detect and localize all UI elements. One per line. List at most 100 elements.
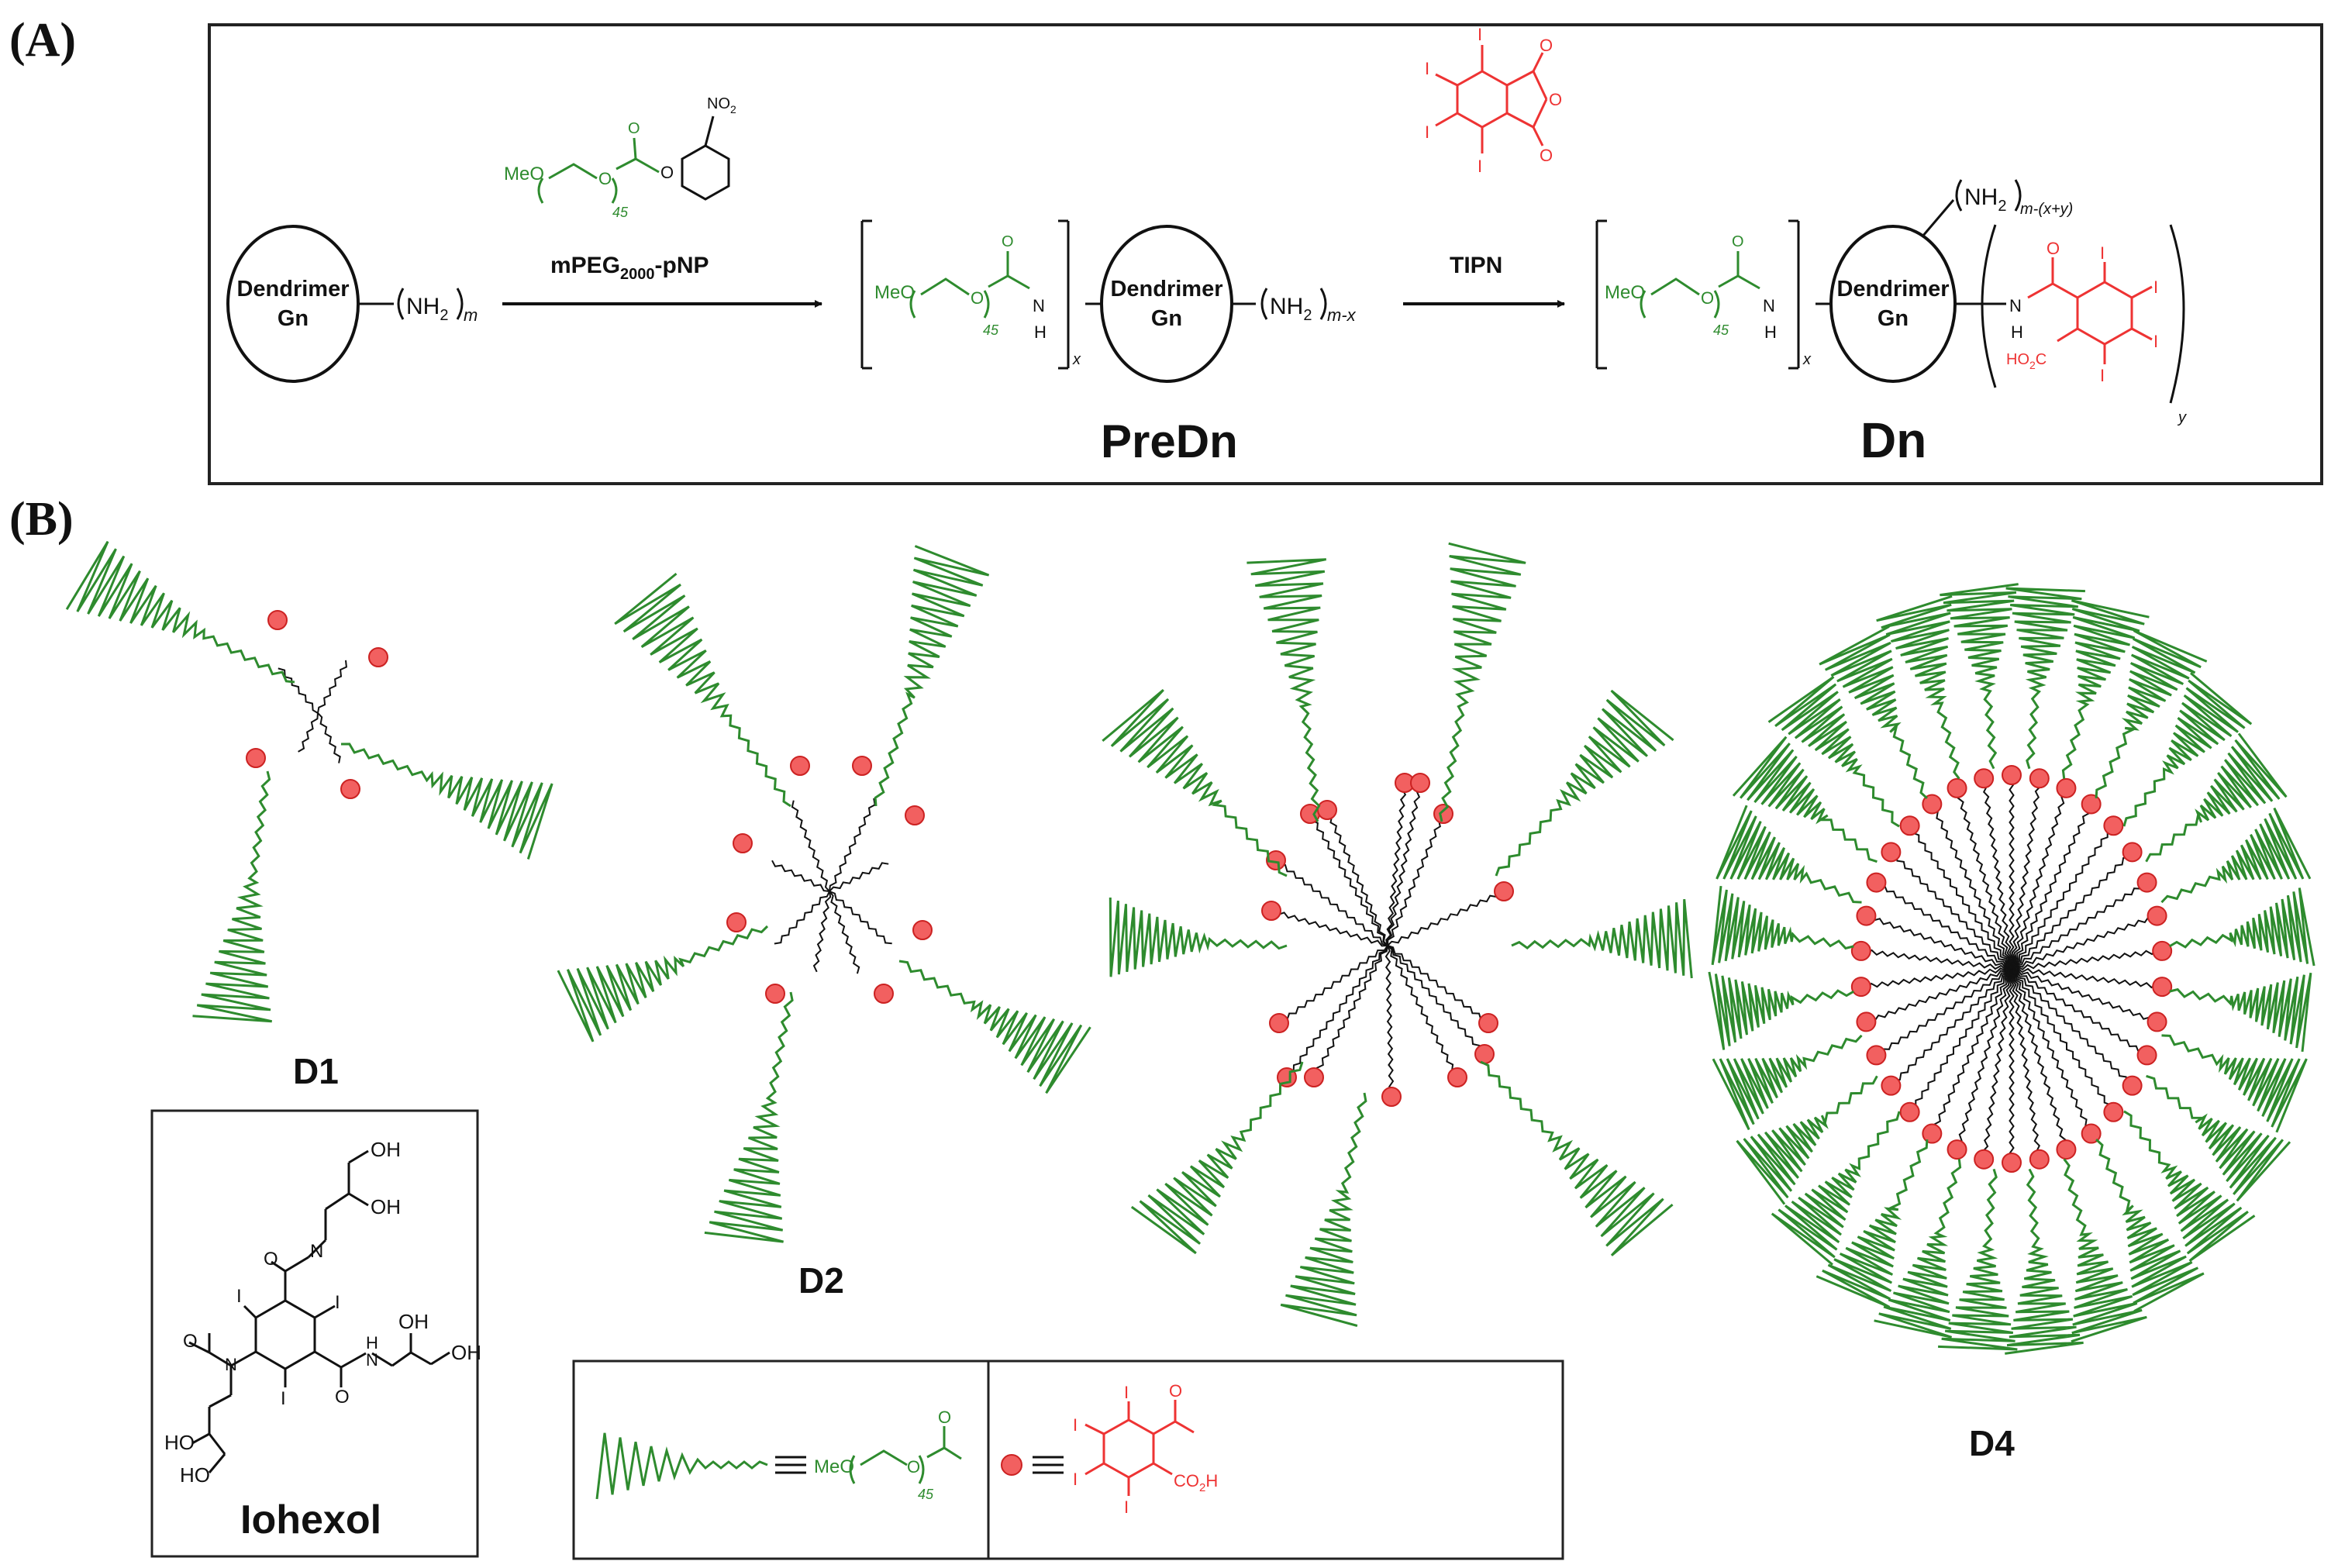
dn-iodo-unit — [2027, 257, 2153, 364]
dendrimer-branch — [771, 860, 830, 892]
dendrimer-branch — [2011, 968, 2146, 1053]
svg-text:O: O — [1701, 288, 1714, 308]
dn-h: H — [2011, 322, 2023, 342]
dendrimer-branch — [2011, 968, 2092, 1130]
svg-text:O: O — [628, 120, 640, 137]
iodo-bead — [246, 748, 266, 768]
dendrimer-branch — [1315, 945, 1388, 1075]
peg-chain — [1711, 885, 1854, 966]
dendrimer-branch — [1387, 945, 1459, 1075]
iodo-bead — [340, 779, 360, 799]
dendrimer-branch — [1878, 884, 2012, 970]
bracket-left-start — [397, 288, 405, 320]
iodo-bead — [2029, 768, 2050, 789]
peg-chain — [1439, 542, 1526, 822]
iodo-bead — [2081, 794, 2102, 815]
amine-predn: NH2 — [1270, 294, 1312, 324]
iodo-bead — [1494, 881, 1514, 901]
peg-chain — [1247, 558, 1326, 822]
legend-iodo-symbol — [1001, 1454, 1022, 1476]
dendrimer-branch — [2011, 915, 2156, 970]
peg-chain — [2061, 599, 2150, 779]
peg-chain — [1819, 625, 1928, 799]
iodo-bead — [1922, 1123, 1943, 1144]
iodo-bead — [2122, 842, 2143, 863]
peg-chain — [1130, 1061, 1304, 1255]
dendrimer-branch — [1385, 785, 1422, 946]
bracket-right-start — [456, 288, 464, 320]
iodo-bead — [1304, 1067, 1324, 1087]
iodo-bead — [1866, 872, 1887, 893]
dendrimer-branch — [829, 862, 889, 892]
dendrimer-branch — [317, 660, 347, 714]
iohexol-oh-1: OH — [371, 1138, 401, 1161]
amine-m-minus-x: m-x — [1327, 305, 1357, 325]
legend-i-4: I — [1124, 1497, 1129, 1517]
legend-n45: 45 — [918, 1487, 934, 1502]
reagent-mpeg-pnp-structure: MeO O 45 O O NO2 — [504, 95, 736, 220]
iodo-bead — [2002, 1153, 2022, 1173]
dendrimer-branch — [2011, 806, 2090, 970]
dendrimer-branch — [2010, 968, 2042, 1157]
dn-carboxyl: HO2C — [2006, 351, 2047, 371]
legend-peg-structure — [849, 1426, 962, 1484]
iodo-bead — [2147, 905, 2167, 926]
dendrimer-branch — [829, 891, 892, 945]
reagent-2-name: TIPN — [1450, 253, 1502, 278]
legend-iodo-o: O — [1169, 1381, 1182, 1401]
peg-chain — [1712, 1034, 1863, 1131]
peg-chain — [874, 545, 990, 807]
iohexol-n-1: N — [310, 1241, 323, 1262]
dendrimer-branch — [2011, 882, 2144, 970]
dendrimer-branch — [829, 891, 860, 974]
tipn-o-ring: O — [1549, 90, 1562, 109]
peg-chain — [2005, 1168, 2084, 1355]
svg-text:O: O — [1002, 233, 1014, 250]
dendrimer-branch — [1385, 783, 1408, 946]
peg-chain — [1874, 1159, 1962, 1339]
iohexol-n-3: N — [225, 1355, 237, 1374]
panel-a-label: (A) — [9, 14, 76, 67]
generation-label-start: Gn — [278, 306, 309, 331]
svg-text:45: 45 — [1713, 322, 1729, 338]
iodo-bead — [1856, 905, 1877, 926]
dendrimer-branch — [1387, 945, 1488, 1022]
iodo-bead — [852, 756, 872, 776]
iodo-bead — [2002, 765, 2022, 785]
iodo-bead — [2029, 1149, 2050, 1170]
dendrimer-label-start: Dendrimer — [236, 277, 349, 302]
peg-chain — [1736, 1075, 1878, 1205]
amine-m-minus-xy: m-(x+y) — [2020, 201, 2073, 218]
peg-chain — [2146, 1074, 2291, 1202]
svg-text:x: x — [1802, 351, 1812, 368]
peg-chain — [1767, 675, 1900, 828]
iodo-bead — [2152, 977, 2173, 998]
dendrimer-branch — [1879, 968, 2012, 1056]
iodo-bead — [1881, 1075, 1902, 1096]
dendrimer-branch — [1957, 791, 2012, 970]
iohexol-i-2: I — [335, 1292, 340, 1313]
dendrimer-core-dn — [1829, 225, 1957, 383]
peg-chain — [1715, 805, 1862, 904]
peg-chain — [1732, 736, 1878, 863]
iodo-bead — [874, 984, 894, 1004]
iodo-bead — [1261, 901, 1281, 921]
amine-start: NH2 — [406, 294, 448, 324]
iodo-bead — [1850, 977, 1871, 998]
svg-text:O: O — [660, 163, 674, 182]
peg-chain — [2095, 1139, 2205, 1313]
legend-iodo-structure — [1084, 1400, 1195, 1496]
peg-chain — [2161, 1034, 2308, 1133]
dendrimer-branch — [1387, 815, 1445, 946]
dendrimer-label-dn: Dendrimer — [1836, 277, 1949, 302]
iodo-bead — [2056, 1139, 2077, 1160]
dendrimer-branch — [2011, 968, 2067, 1146]
dn-i-4: I — [2100, 366, 2105, 385]
peg-chain — [614, 572, 791, 808]
dendrimer-branch — [1384, 945, 1395, 1093]
iodo-bead — [1317, 800, 1337, 820]
amine-m: m — [464, 305, 478, 325]
iodo-bead — [368, 647, 388, 667]
d1-label: D1 — [293, 1051, 339, 1091]
